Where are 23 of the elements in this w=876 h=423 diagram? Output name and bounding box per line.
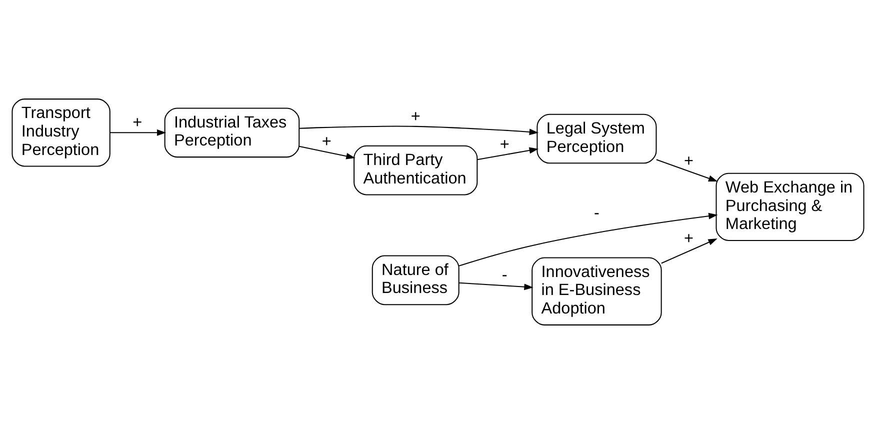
edge-label: -	[502, 265, 508, 284]
arrow	[299, 125, 539, 135]
arrow	[656, 158, 718, 181]
edge-label: +	[410, 106, 420, 125]
arrow	[458, 212, 718, 266]
node-box: Legal System Perception	[536, 113, 657, 164]
edge-label: -	[594, 203, 600, 222]
node-box: Third Party Authentication	[354, 144, 478, 195]
node-box: Nature of Business	[372, 254, 460, 305]
edge-label: +	[322, 132, 332, 150]
edge-label: +	[684, 152, 694, 170]
node-box: Industrial Taxes Perception	[164, 107, 300, 158]
arrow	[299, 145, 356, 159]
arrow	[459, 282, 534, 290]
node-box: Transport Industry Perception	[12, 98, 110, 166]
arrow	[110, 128, 166, 136]
edge-label: +	[132, 112, 142, 131]
node-box: Web Exchange in Purchasing & Marketing	[716, 172, 864, 240]
node-box: Innovativeness in E-Business Adoption	[532, 256, 662, 325]
arrow	[661, 238, 718, 264]
edge-label: +	[500, 135, 510, 154]
edge-label: +	[684, 228, 694, 247]
arrow	[477, 146, 538, 160]
